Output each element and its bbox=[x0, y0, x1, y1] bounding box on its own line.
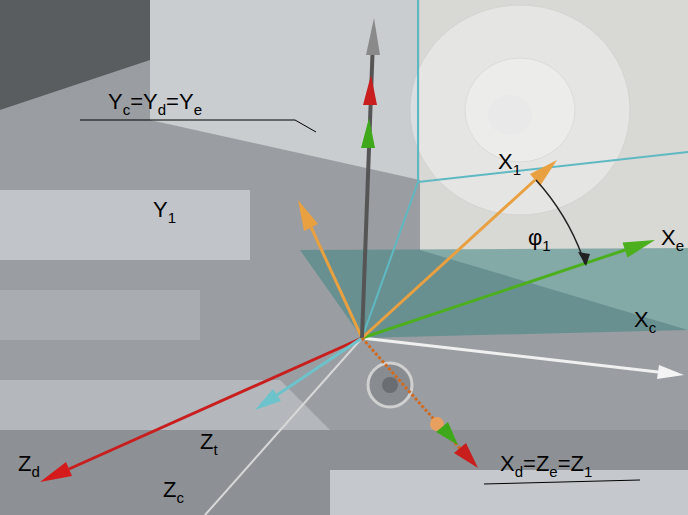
axis-label: Yc=Yd=Ye bbox=[108, 90, 202, 114]
axis-label: X1 bbox=[498, 150, 521, 174]
angle-label: φ1 bbox=[528, 226, 551, 250]
axis-label: Xd=Ze=Z1 bbox=[500, 452, 592, 476]
axis-label: Zd bbox=[18, 452, 40, 476]
axis-label: Zt bbox=[200, 430, 218, 454]
axis-label: Xc bbox=[634, 308, 656, 332]
axis-label: Y1 bbox=[153, 198, 176, 222]
axis-label: Zc bbox=[163, 478, 184, 502]
axis-label: Xe bbox=[661, 226, 684, 250]
